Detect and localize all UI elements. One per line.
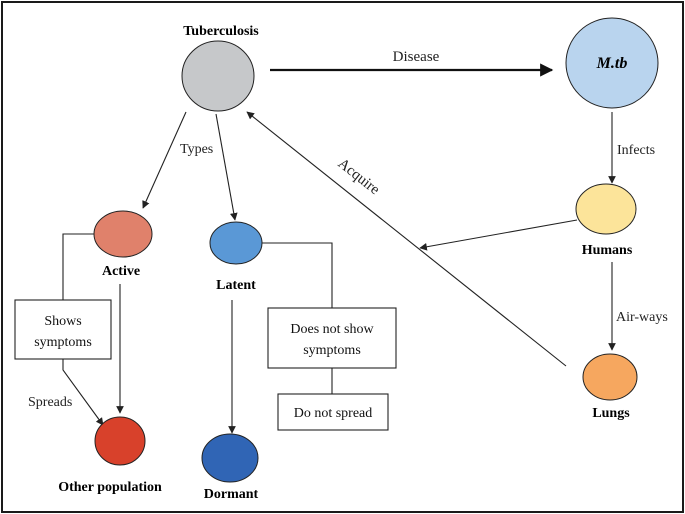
svg-text:symptoms: symptoms	[303, 343, 361, 358]
node-other-population: Other population	[58, 416, 162, 495]
svg-text:Active: Active	[102, 264, 140, 279]
edge-humans-to-acquire	[419, 219, 578, 251]
edge-acquire	[246, 111, 567, 367]
edge-label-types: Types	[180, 142, 213, 157]
edge-types-latent	[215, 113, 238, 221]
edge-active-to-shows-symptoms	[62, 233, 95, 300]
edge-label-airways: Air-ways	[616, 310, 668, 325]
svg-text:Latent: Latent	[216, 278, 256, 293]
svg-text:Do not spread: Do not spread	[294, 406, 373, 421]
svg-text:Tuberculosis: Tuberculosis	[183, 24, 259, 39]
svg-text:Shows: Shows	[44, 314, 81, 329]
svg-text:Dormant: Dormant	[204, 487, 259, 502]
no-symptoms-box: Does not show symptoms	[267, 307, 397, 369]
node-humans: Humans	[575, 183, 637, 258]
svg-text:Does not show: Does not show	[290, 322, 374, 337]
node-tuberculosis: Tuberculosis	[181, 24, 259, 112]
svg-text:Lungs: Lungs	[592, 406, 630, 421]
node-dormant: Dormant	[201, 433, 259, 502]
svg-text:symptoms: symptoms	[34, 335, 92, 350]
edge-label-disease: Disease	[393, 49, 440, 65]
svg-text:Other population: Other population	[58, 480, 162, 495]
node-mtb: M.tb	[565, 17, 659, 109]
edge-label-acquire: Acquire	[335, 156, 383, 199]
edge-label-infects: Infects	[617, 143, 655, 158]
no-spread-box: Do not spread	[277, 393, 389, 431]
edge-label-spreads: Spreads	[28, 395, 72, 410]
edge-latent-to-no-symptoms	[262, 242, 333, 308]
edge-spreads	[62, 359, 104, 426]
node-latent: Latent	[209, 221, 263, 293]
node-active: Active	[93, 210, 153, 279]
edge-types-active	[142, 111, 187, 209]
svg-text:M.tb: M.tb	[596, 55, 628, 72]
svg-text:Humans: Humans	[582, 243, 633, 258]
shows-symptoms-box: Shows symptoms	[14, 299, 112, 360]
node-lungs: Lungs	[582, 353, 638, 421]
